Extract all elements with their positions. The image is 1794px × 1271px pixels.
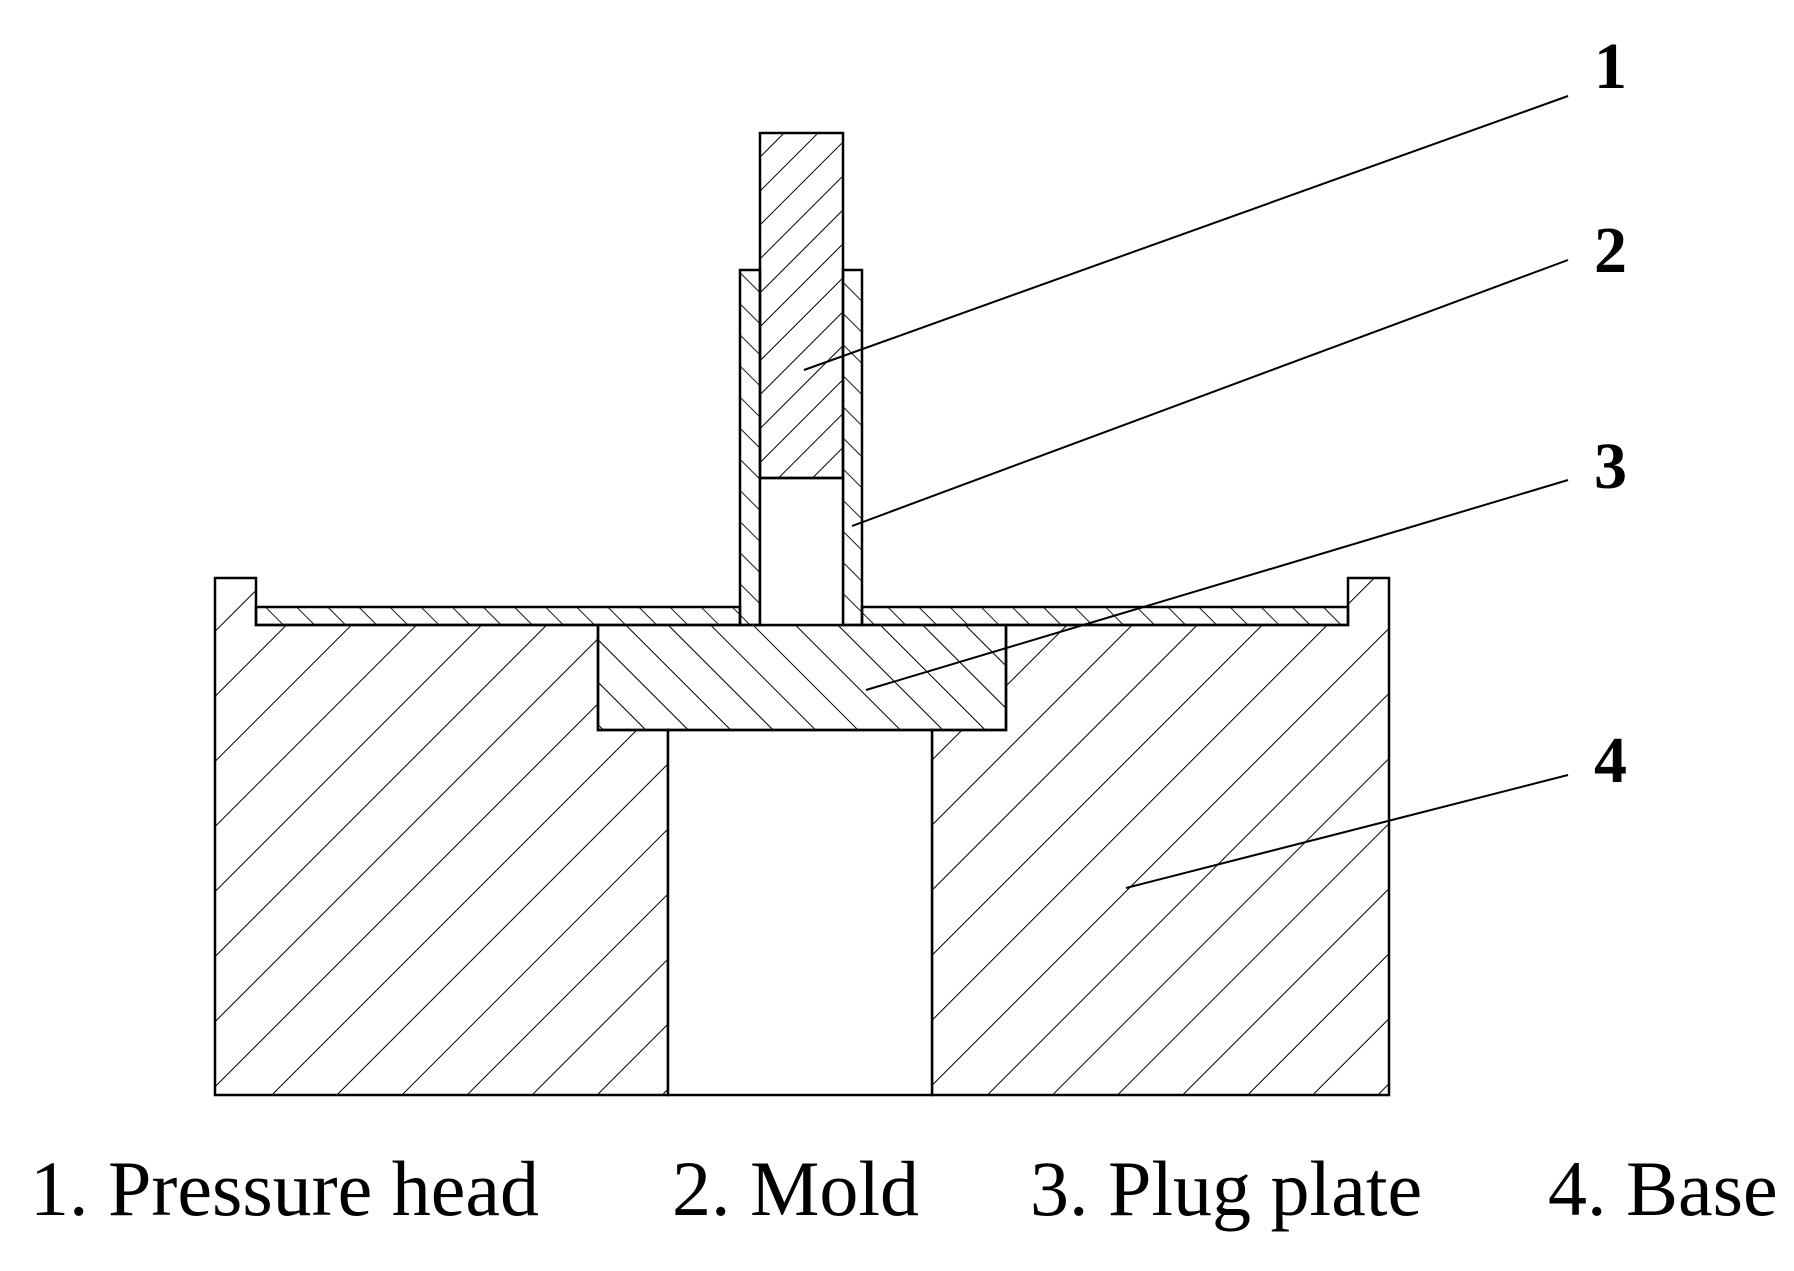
leader-line-1 [803, 95, 1569, 371]
pressure-head [758, 131, 845, 480]
callout-number-3: 3 [1594, 430, 1627, 503]
legend-item-plug-plate: 3. Plug plate [1030, 1145, 1422, 1232]
leader-line-4 [1125, 774, 1569, 889]
legend-item-pressure-head: 1. Pressure head [30, 1145, 539, 1232]
mold-tube-right-wall [841, 268, 864, 627]
leader-line-2 [851, 259, 1569, 527]
callout-number-1: 1 [1594, 30, 1627, 103]
legend-item-mold: 2. Mold [672, 1145, 919, 1232]
mold-cavity [758, 476, 845, 627]
callout-number-4: 4 [1594, 724, 1627, 797]
legend-item-base: 4. Base [1548, 1145, 1778, 1232]
base-center-hole [666, 728, 934, 1097]
plug-plate [596, 623, 1008, 732]
mold-tube-left-wall [738, 268, 762, 627]
callout-number-2: 2 [1594, 214, 1627, 287]
mold-flange-right [860, 605, 1350, 627]
mold-flange [254, 605, 742, 627]
leader-line-3 [865, 479, 1569, 691]
